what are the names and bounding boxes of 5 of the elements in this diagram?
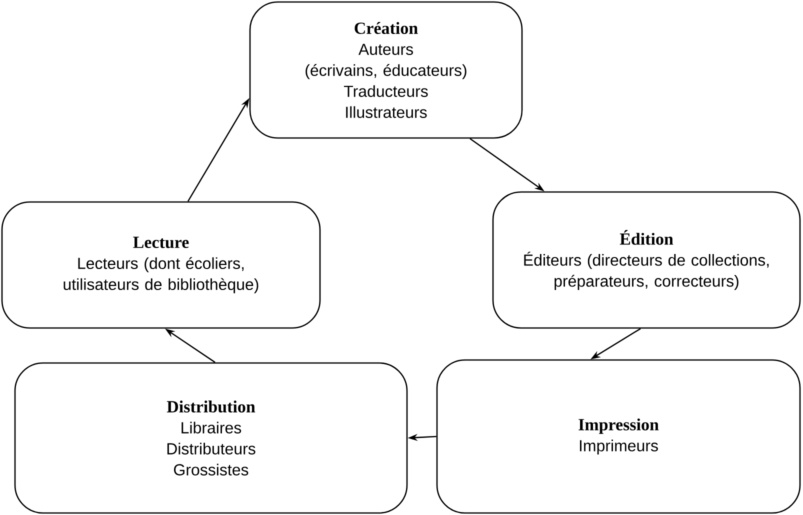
rounded-box: Création Auteurs (écrivains, éducateurs) Traducteurs Illustrateurs: [249, 1, 523, 139]
rounded-box: Édition Éditeurs (directeurs de collections, préparateurs, correcteurs): [492, 191, 801, 329]
rounded-box: Lecture Lecteurs (dont écoliers, utilisateurs de bibliothèque): [1, 201, 321, 329]
rounded-box: Impression Imprimeurs: [436, 359, 801, 514]
rounded-box: Distribution Libraires Distributeurs Grossistes: [14, 362, 408, 514]
